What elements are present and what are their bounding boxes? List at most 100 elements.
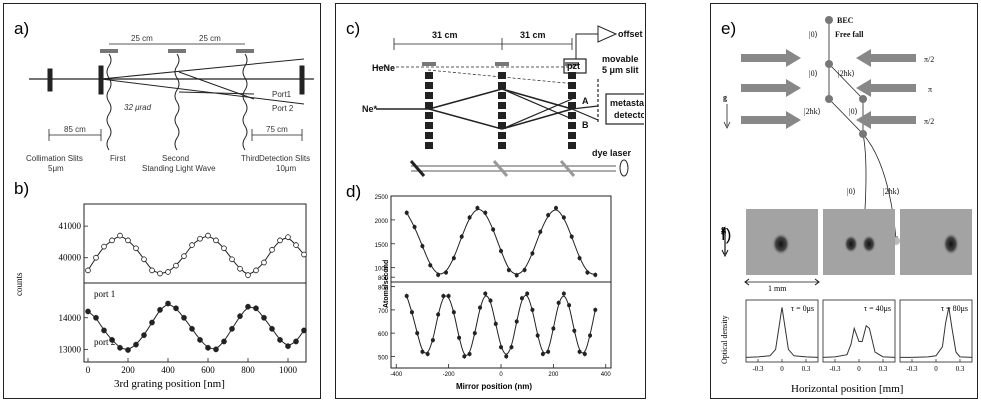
ne-label: Ne*	[362, 104, 378, 114]
absorption-images	[721, 209, 972, 286]
dim-top-right: 25 cm	[199, 34, 221, 43]
data-point	[229, 326, 235, 332]
data-point	[205, 344, 211, 351]
x-tick-label: 1000	[279, 365, 298, 375]
beam-upper	[100, 58, 305, 80]
x-tick-label: 0	[780, 365, 784, 373]
data-point	[478, 305, 483, 310]
label-b: b)	[14, 179, 29, 198]
data-point	[569, 234, 574, 239]
beam-cross-1	[178, 71, 255, 100]
data-point	[459, 234, 464, 239]
x-tick-label: 0	[857, 365, 861, 373]
data-point	[546, 213, 551, 218]
data-point	[109, 237, 115, 244]
scale-bar-label: 1 mm	[768, 284, 787, 293]
chart-b-series-1-name: port 1	[94, 289, 115, 299]
port1-label: Port1	[272, 90, 292, 99]
data-point	[85, 308, 91, 315]
data-point	[428, 263, 433, 268]
tau-label: τ = 0μs	[791, 304, 814, 313]
tau-label: τ = 40μs	[864, 304, 891, 313]
fit-curve	[87, 236, 305, 275]
x-tick-label: 400	[601, 372, 612, 378]
image-tau-40	[823, 209, 895, 275]
data-point	[514, 319, 519, 324]
data-point	[205, 232, 211, 239]
y-tick-label: 2000	[375, 219, 389, 225]
data-point	[277, 237, 283, 244]
chart-b-xlabel: 3rd grating position [nm]	[114, 378, 225, 390]
chart-d-xlabel: Mirror position (nm)	[456, 382, 532, 391]
data-point	[117, 344, 123, 351]
x-tick-label: -0.3	[829, 365, 841, 373]
data-point	[535, 333, 540, 338]
x-tick-label: 400	[161, 365, 175, 375]
x-tick-label: 0	[934, 365, 938, 373]
data-point	[522, 268, 527, 273]
data-point	[451, 256, 456, 261]
pulse-pi: π	[928, 85, 932, 94]
data-point	[530, 251, 535, 256]
data-point	[197, 337, 203, 343]
slit-3	[299, 65, 305, 95]
slit-label: 5 μm slit	[602, 65, 639, 75]
free-fall-label: Free fall	[835, 30, 864, 39]
data-point	[149, 319, 155, 326]
data-point	[420, 244, 425, 249]
data-point	[149, 267, 155, 274]
pulse-pi2-b: π/2	[924, 117, 934, 126]
dim-bottom-left: 85 cm	[64, 125, 86, 134]
x-tick-label: 0.3	[956, 365, 965, 373]
data-point	[165, 269, 171, 275]
dim-right: 31 cm	[520, 30, 546, 40]
data-point	[221, 338, 227, 345]
data-point	[301, 251, 307, 258]
data-point	[546, 349, 551, 354]
density-line	[822, 324, 896, 358]
port-b-label: B	[582, 120, 589, 130]
label-a: a)	[14, 19, 29, 38]
data-point	[457, 335, 462, 340]
metastable-label: metastable	[610, 98, 644, 108]
data-point	[101, 327, 107, 334]
data-point	[467, 352, 472, 357]
data-point	[483, 210, 488, 215]
label-c: c)	[346, 19, 360, 38]
density-line	[900, 307, 973, 358]
collimation-label: Collimation Slits	[26, 154, 83, 163]
y-tick-label: 500	[378, 355, 389, 361]
data-point	[293, 242, 299, 248]
mirror-3	[236, 49, 254, 53]
data-point	[491, 227, 496, 232]
data-point	[213, 237, 219, 244]
data-point	[472, 331, 477, 336]
detector-box	[605, 93, 644, 125]
x-tick-label: -0.3	[906, 365, 918, 373]
ket0-a: |0⟩	[809, 30, 818, 39]
chart-b-ylabel: counts	[14, 272, 24, 296]
detection-label: Detection Slits	[259, 154, 310, 163]
panel-ab-svg: a)	[14, 19, 314, 390]
data-point	[269, 247, 275, 253]
data-point	[157, 307, 163, 313]
data-point	[582, 352, 587, 357]
standing-wave-label: Standing Light Wave	[142, 164, 216, 173]
dim-top-left: 25 cm	[131, 34, 153, 43]
data-point	[141, 256, 147, 263]
data-point	[404, 210, 409, 215]
y-tick-label: 800	[378, 276, 389, 282]
mirror-2	[168, 49, 186, 53]
standing-wave-1	[106, 53, 112, 151]
pulse-pi2-a: π/2	[924, 55, 934, 64]
dye-laser-label: dye laser	[592, 148, 632, 158]
data-point	[189, 242, 195, 248]
density-line	[745, 307, 819, 358]
chart-b-series-2-name: port 2	[94, 337, 115, 347]
data-point	[519, 296, 524, 301]
data-point	[229, 256, 235, 263]
ket2hk-b: |2ħk⟩	[804, 107, 821, 116]
data-point	[593, 272, 598, 277]
data-point	[444, 270, 449, 275]
